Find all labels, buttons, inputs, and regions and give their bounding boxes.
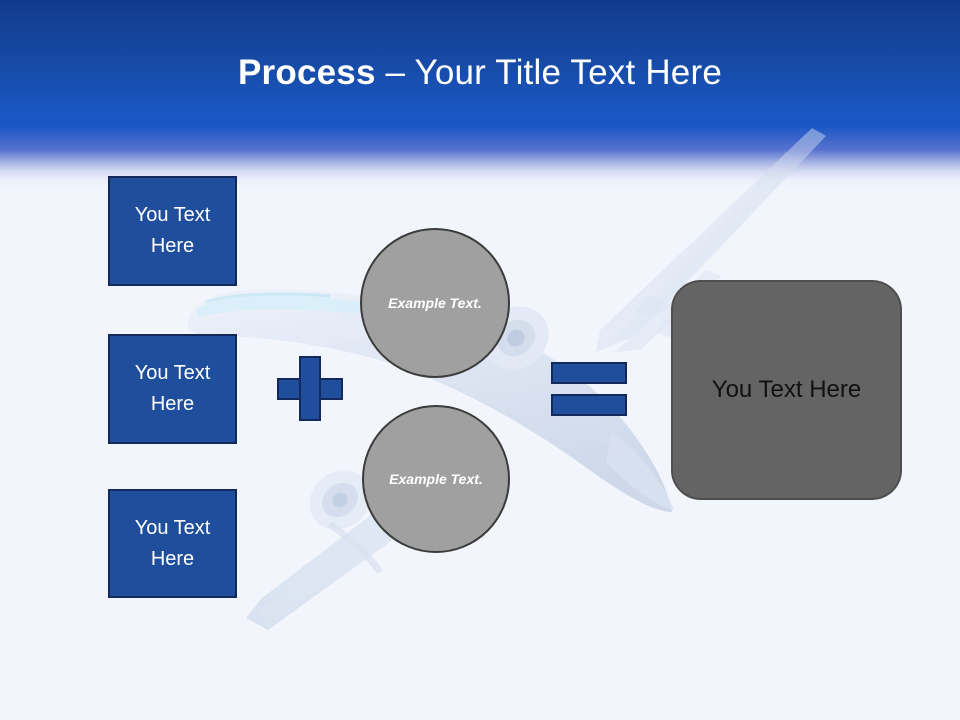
- equals-icon: [551, 362, 627, 416]
- plus-icon-center-fill: [301, 380, 319, 397]
- input-box-3[interactable]: You Text Here: [108, 489, 237, 598]
- process-circle-1[interactable]: Example Text.: [360, 228, 510, 378]
- input-box-1[interactable]: You Text Here: [108, 176, 237, 286]
- input-box-3-label: You Text Here: [134, 516, 211, 570]
- process-circle-2[interactable]: Example Text.: [362, 405, 510, 553]
- process-circle-2-label: Example Text.: [389, 470, 483, 487]
- header-gradient-band: [0, 0, 960, 200]
- input-box-1-label: You Text Here: [134, 204, 211, 257]
- slide-title: Process – Your Title Text Here: [0, 51, 960, 95]
- equals-icon-top-bar: [551, 362, 627, 384]
- input-box-2[interactable]: You Text Here: [108, 334, 237, 444]
- process-circle-1-label: Example Text.: [388, 294, 482, 311]
- equals-icon-bottom-bar: [551, 394, 627, 416]
- slide-title-bold: Process: [238, 53, 376, 92]
- result-box[interactable]: You Text Here: [671, 280, 902, 500]
- slide-title-rest: – Your Title Text Here: [375, 53, 722, 92]
- result-box-label: You Text Here: [711, 376, 862, 403]
- input-box-2-label: You Text Here: [134, 362, 211, 415]
- plus-icon: [277, 356, 343, 421]
